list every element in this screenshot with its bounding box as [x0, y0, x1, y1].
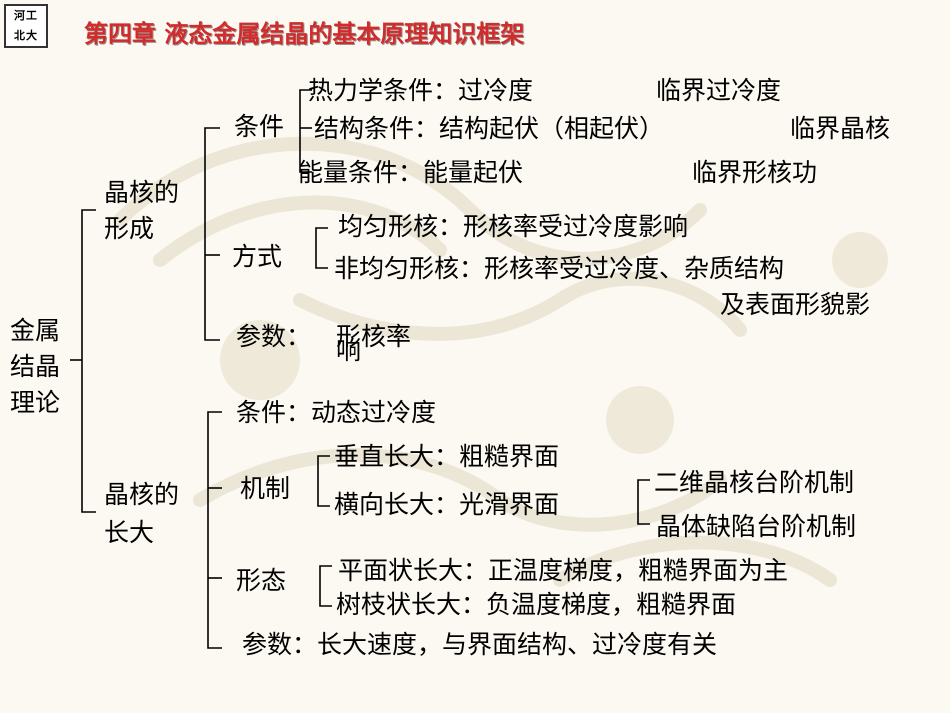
nucleation-bracket: [204, 127, 220, 341]
structure-condition: 结构条件：结构起伏（相起伏）: [314, 114, 665, 143]
growth-mechanism-label: 机制: [240, 474, 291, 503]
twod-nucleus-mechanism: 二维晶核台阶机制: [654, 468, 855, 497]
root-label-line3: 理论: [10, 388, 61, 417]
root-bracket: [81, 209, 96, 513]
heterogeneous-nucleation: 非均匀形核：形核率受过冷度、杂质结构: [334, 254, 785, 283]
growth-params: 参数：长大速度，与界面结构、过冷度有关: [242, 630, 718, 659]
nucleation-label-line1: 晶核的: [104, 178, 180, 207]
logo-text-line2: 北大: [14, 29, 38, 42]
vertical-growth: 垂直长大：粗糙界面: [334, 442, 560, 471]
critical-nucleus: 临界晶核: [790, 114, 891, 143]
twod-bracket: [637, 479, 650, 525]
growth-conditions: 条件：动态过冷度: [236, 398, 437, 427]
logo-text-line1: 河工: [14, 9, 38, 22]
growth-label-line2: 长大: [104, 518, 155, 547]
critical-nucleation-work: 临界形核功: [692, 158, 818, 187]
growth-morphology-label: 形态: [236, 566, 287, 595]
root-label-line1: 金属: [10, 316, 61, 345]
page-title: 第四章 液态金属结晶的基本原理知识框架: [84, 20, 525, 48]
background-watermark: [113, 136, 888, 587]
nucleation-modes-label: 方式: [232, 242, 283, 271]
nucleation-conditions-label: 条件: [234, 112, 285, 141]
energy-condition: 能量条件：能量起伏: [298, 158, 524, 187]
dendritic-growth: 树枝状长大：负温度梯度，粗糙界面: [336, 590, 737, 619]
thermo-condition: 热力学条件：过冷度: [308, 76, 534, 105]
growth-label-line1: 晶核的: [104, 480, 180, 509]
overlapping-char: 响: [336, 336, 362, 365]
planar-growth: 平面状长大：正温度梯度，粗糙界面为主: [338, 556, 789, 585]
nucleation-rate: 形核率: [336, 322, 412, 351]
crystal-defect-mechanism: 晶体缺陷台阶机制: [656, 512, 857, 541]
root-label-line2: 结晶: [10, 352, 61, 381]
conditions-bracket: [299, 89, 312, 173]
mechanism-bracket: [317, 455, 330, 507]
homogeneous-nucleation: 均匀形核：形核率受过冷度影响: [338, 212, 689, 241]
university-logo: 河工 北大: [4, 4, 48, 48]
lateral-growth: 横向长大：光滑界面: [334, 490, 560, 519]
heterogeneous-nucleation-cont: 及表面形貌影: [720, 290, 871, 319]
nucleation-label-line2: 形成: [104, 214, 155, 243]
critical-undercooling: 临界过冷度: [656, 76, 782, 105]
modes-bracket: [315, 227, 328, 269]
nucleation-params-label: 参数：: [236, 322, 312, 351]
growth-bracket: [207, 411, 222, 649]
morphology-bracket: [319, 565, 332, 607]
